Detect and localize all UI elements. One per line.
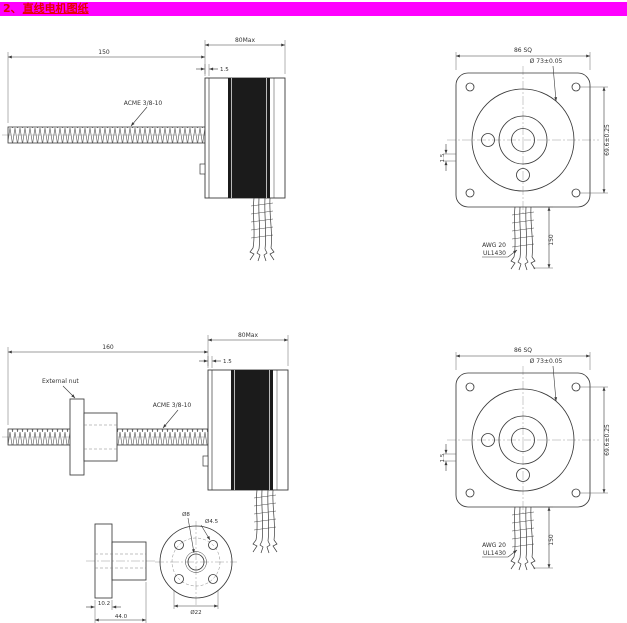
section-header: 2、直线电机图纸 [0,2,627,16]
dim-boss-height: 1.5 [440,453,446,462]
dim-hole-spacing: 69.6±0.25 [604,424,611,456]
external-nut [69,398,118,476]
drawing-top-side-view: 150 80Max 1.5 ACME 3/8-10 [2,37,286,262]
motor-body [202,369,289,491]
extension-lines [7,40,286,123]
external-nut-label: External nut [42,378,79,385]
wire-type-label: UL1430 [483,250,506,257]
section-number: 2、 [3,2,22,15]
screw-thread-label: ACME 3/8-10 [124,100,163,107]
dimension-lines [8,338,288,429]
dim-square-size: 86 SQ [514,347,532,354]
wire-gauge-label: AWG 20 [482,242,506,249]
dim-boss-height: 1.5 [440,153,446,162]
wire-gauge-label: AWG 20 [482,542,506,549]
dim-pilot-diameter: Ø 73±0.05 [530,58,563,65]
dim-square-size: 86 SQ [514,47,532,54]
dim-screw-length: 160 [102,344,114,351]
dim-hole-spacing: 69.6±0.25 [604,124,611,156]
dim-hole-diameter: Ø4.5 [205,518,219,525]
dim-screw-length: 150 [98,49,110,56]
nut-side-view: 10.2 44.0 [86,523,157,623]
dim-body-length: 80Max [238,332,258,339]
lead-screw [7,126,206,144]
motor-body [199,77,286,199]
drawing-top-front-view: 86 SQ Ø 73±0.05 69.6±0.25 1.5 AWG 20 UL1… [440,47,611,270]
drawing-bottom-front-view: 86 SQ Ø 73±0.05 69.6±0.25 1.5 AWG 20 UL1… [440,347,611,570]
drawing-bottom-side-view: 160 80Max 1.5 External nut ACME 3/8-10 [2,332,289,554]
dim-plate-thickness: 1.5 [223,359,232,365]
wire-label-leader [482,549,518,558]
motor-front-face [443,352,608,570]
nut-front-view: Ø8 Ø4.5 Ø22 [155,511,237,616]
dim-bore-diameter: Ø8 [182,511,190,518]
dim-pilot-diameter: Ø 73±0.05 [530,358,563,365]
dim-flange-thickness: 10.2 [98,601,110,607]
dimension-lines [8,43,285,127]
dim-wire-length: 150 [548,534,555,546]
dim-bolt-circle: Ø22 [190,609,201,616]
wire-type-label: UL1430 [483,550,506,557]
dim-total-length: 44.0 [115,614,128,620]
dim-body-length: 80Max [235,37,255,44]
drawing-nut-detail: 10.2 44.0 [86,511,237,623]
wire-label-leader [482,249,518,258]
motor-front-face [443,52,608,270]
dim-wire-length: 150 [548,234,555,246]
section-title: 直线电机图纸 [22,2,89,15]
screw-thread-label: ACME 3/8-10 [153,402,192,409]
motor-wires [252,489,278,554]
dim-plate-thickness: 1.5 [220,67,229,73]
motor-wires [249,197,275,262]
